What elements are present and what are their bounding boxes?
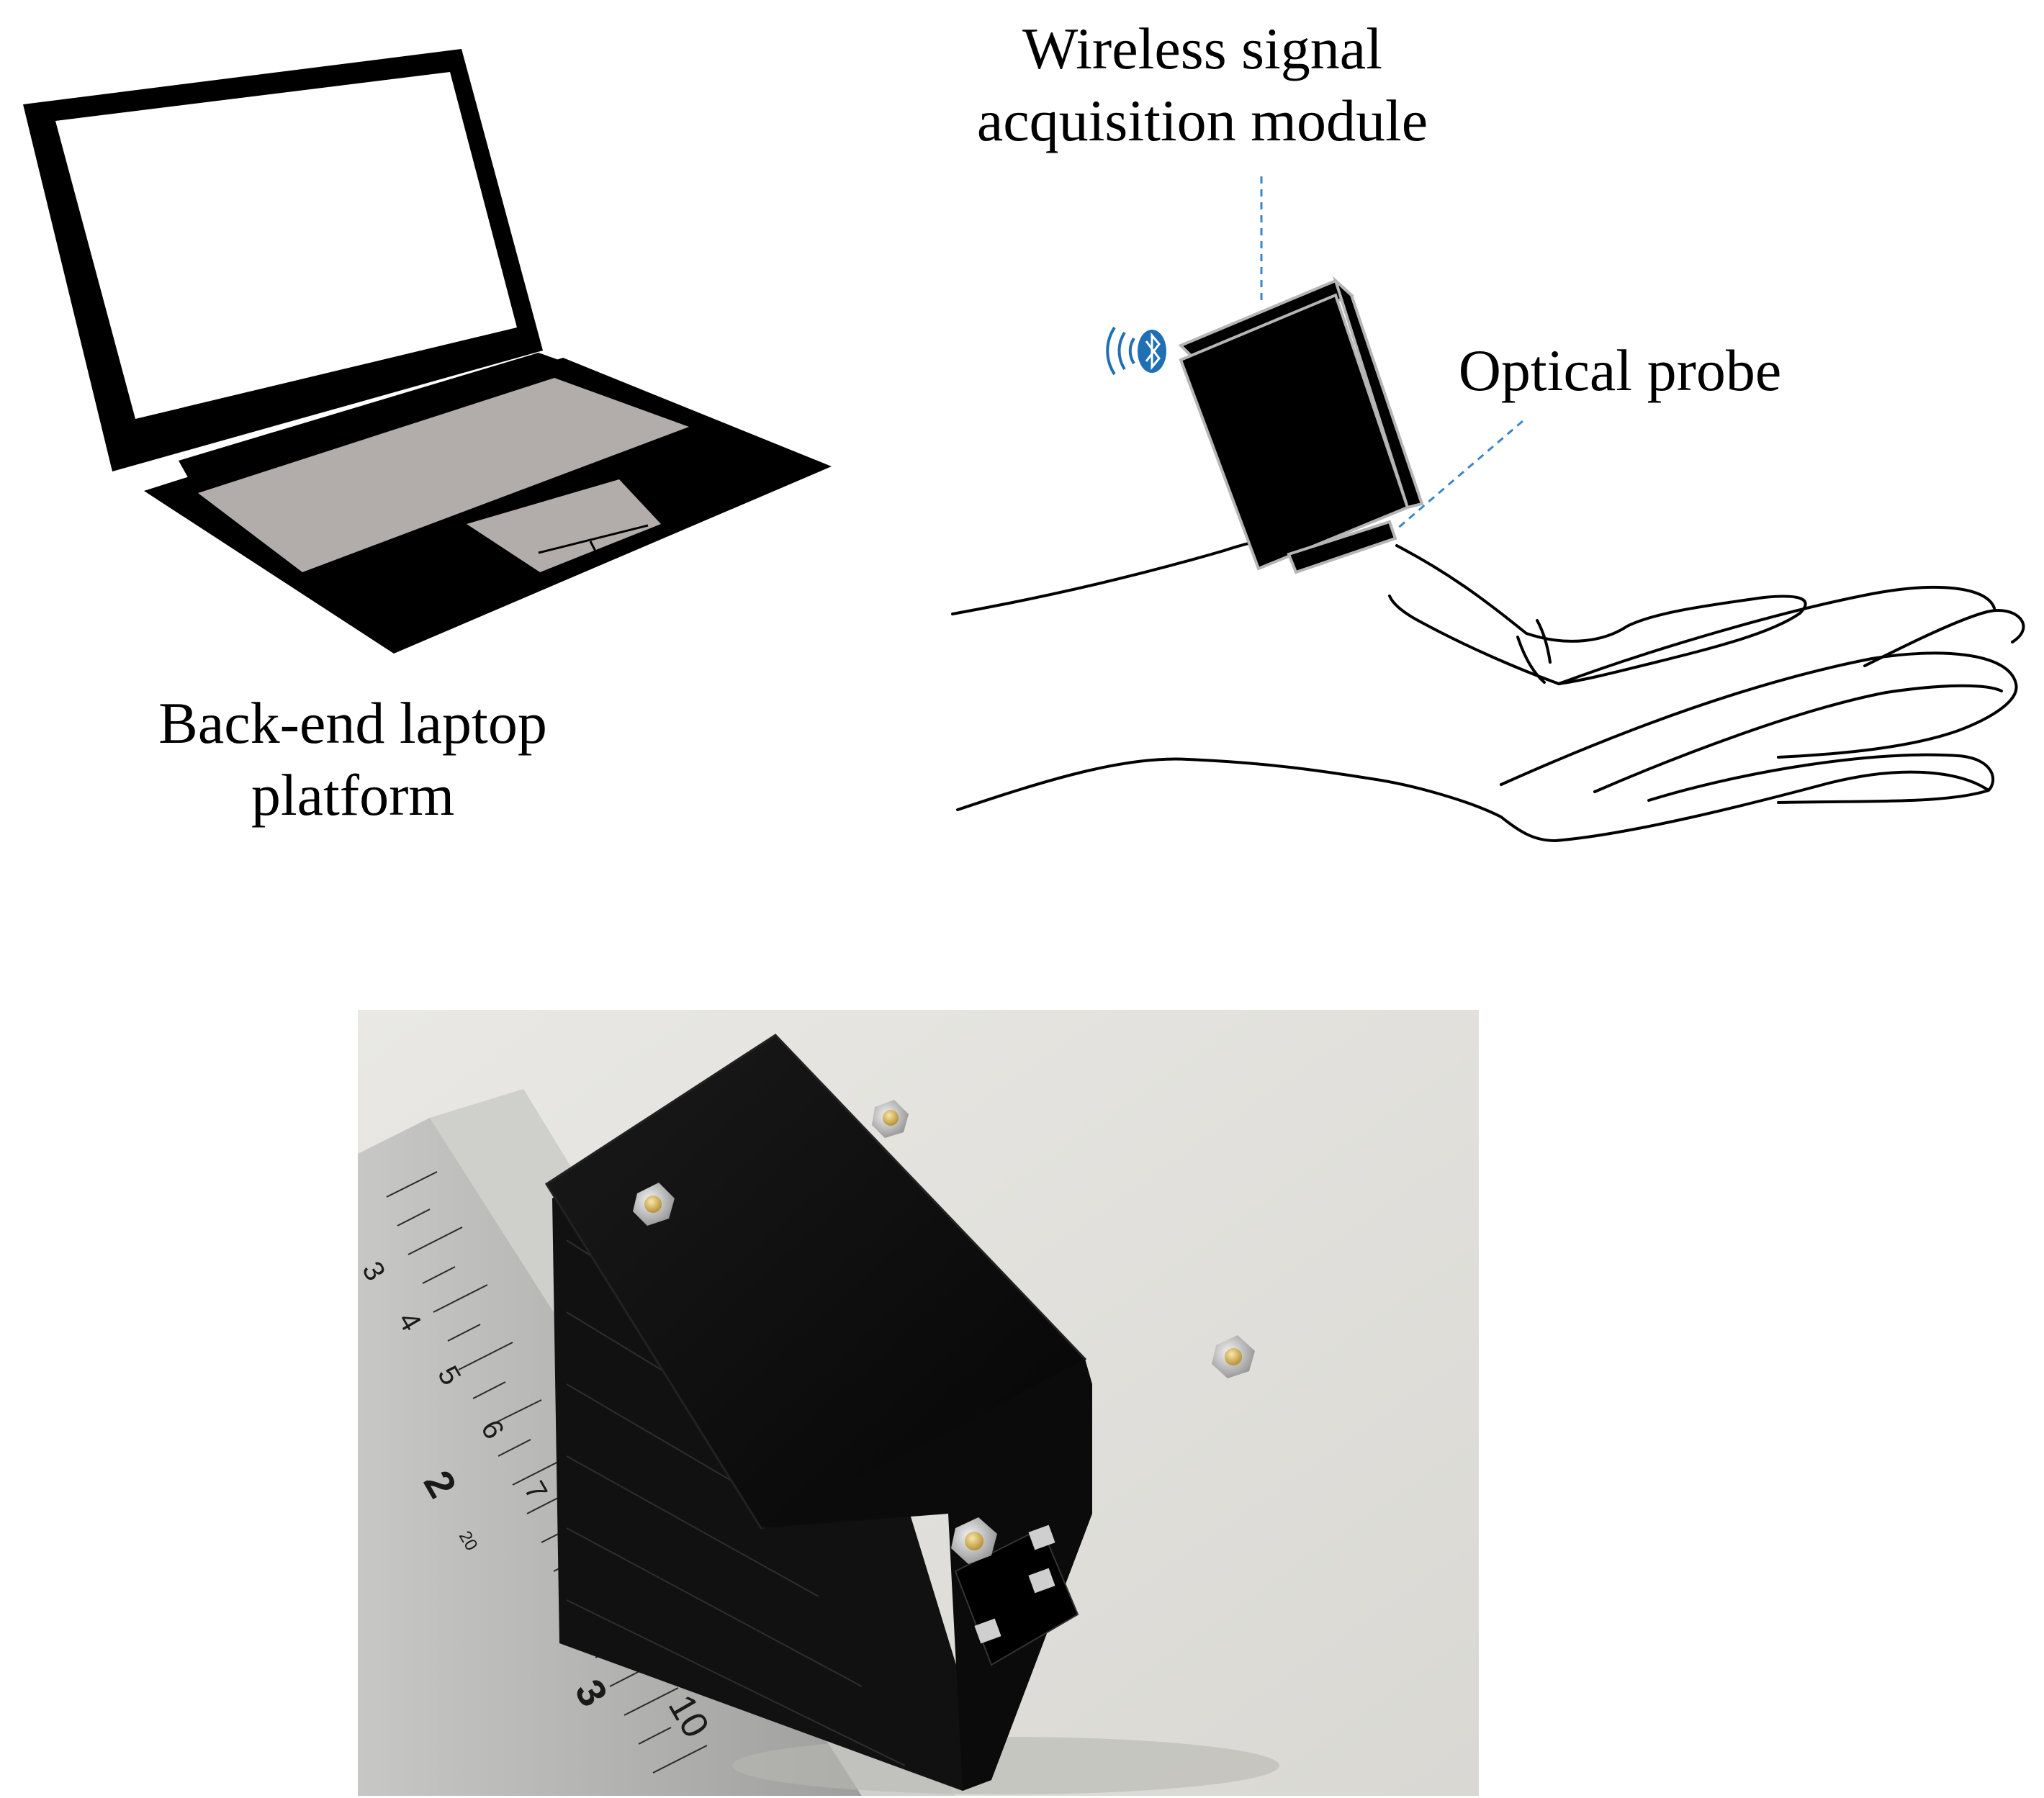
screw-head-4 (965, 1532, 983, 1550)
laptop-illustration (23, 49, 832, 654)
screw-head-2 (883, 1110, 899, 1126)
finger-index-upper-outline (1557, 585, 1996, 685)
wireless-module-illustration (1178, 276, 1424, 574)
palm-crease (1536, 619, 1552, 664)
thumb-outline (1388, 544, 1807, 686)
wireless-wave-outer (1106, 326, 1116, 376)
bluetooth-wireless-icon (1106, 326, 1166, 376)
finger-middle-outline (1500, 651, 2018, 786)
device-front-face (761, 1359, 1092, 1791)
finger-mid-lower-outline (1593, 684, 2003, 793)
module-label-line-1: Wireless signal (1022, 16, 1382, 81)
laptop-touchpad-divider (589, 541, 603, 564)
module-side-face (1332, 276, 1424, 510)
laptop-keyboard (198, 378, 689, 572)
laptop-touchpad (467, 479, 661, 572)
wireless-wave-inner (1128, 337, 1135, 365)
arm-upper-outline (951, 533, 1294, 615)
device-photo: 3 4 5 6 2 7 20 8 9 3 10 (358, 1010, 1479, 1796)
probe-label-text: Optical probe (1458, 338, 1782, 403)
arm-lower-outline (956, 757, 1990, 843)
probe-label: Optical probe (1440, 335, 1800, 407)
laptop-label-line-2: platform (251, 762, 455, 828)
device-led-3 (974, 1618, 1001, 1644)
screw-head-1 (644, 1196, 662, 1213)
hand-illustration (951, 533, 2025, 843)
laptop-screen (55, 72, 517, 419)
thumb-crease (1516, 636, 1546, 684)
finger-bottom-outline (1647, 753, 1995, 804)
laptop-touchpad-split (538, 524, 649, 554)
optical-probe-bar (1287, 520, 1397, 574)
device-box (544, 1034, 1092, 1791)
device-shadow (732, 1737, 1279, 1794)
bluetooth-rune (1145, 332, 1161, 371)
laptop-hinge (179, 353, 569, 479)
finger-index-outline (1863, 609, 2025, 667)
laptop-label: Back-end laptop platform (130, 687, 576, 831)
device-photo-svg: 3 4 5 6 2 7 20 8 9 3 10 (358, 1010, 1479, 1796)
module-label: Wireless signal acquisition module (965, 13, 1440, 157)
device-led-2 (1028, 1568, 1055, 1594)
probe-leader-line (1396, 420, 1523, 530)
wireless-wave-mid (1117, 331, 1126, 371)
illustration-svg (23, 49, 2025, 843)
laptop-label-line-1: Back-end laptop (158, 690, 547, 756)
device-screws (633, 1100, 1255, 1564)
screw-head-3 (1225, 1348, 1242, 1365)
module-label-line-2: acquisition module (976, 88, 1428, 153)
device-led-1 (1028, 1524, 1055, 1550)
